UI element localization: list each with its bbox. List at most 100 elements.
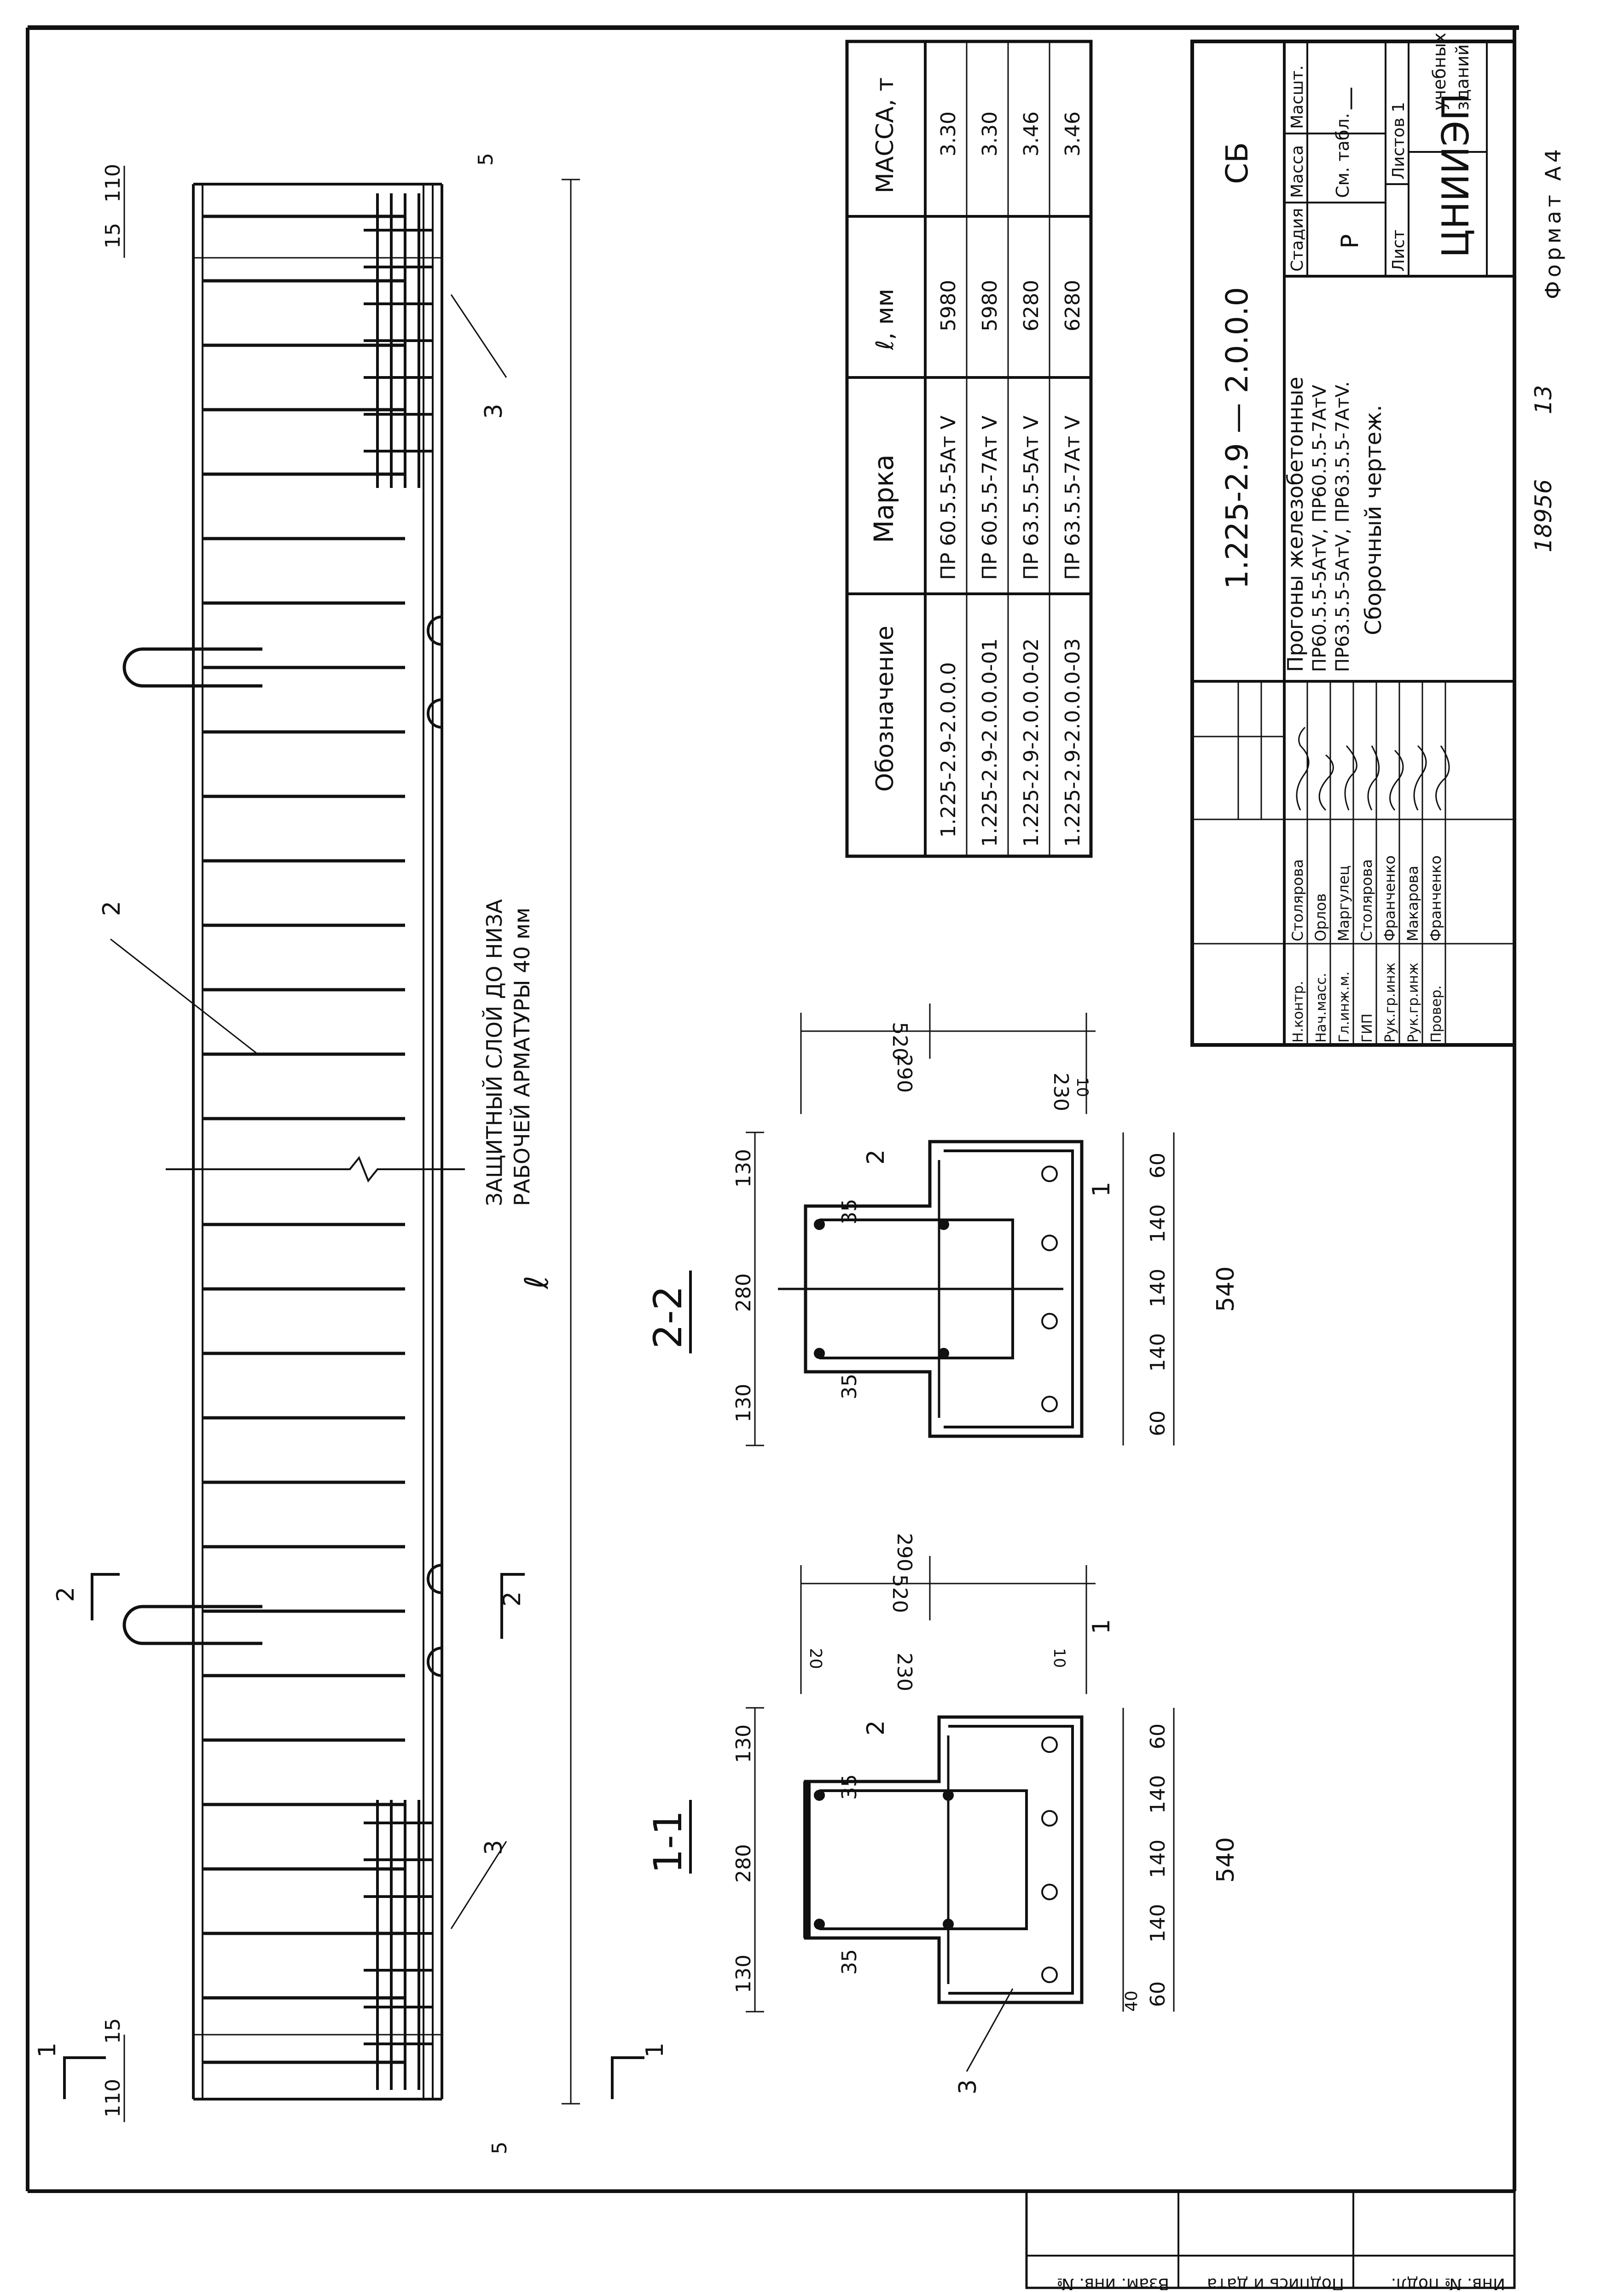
s11-leader-2: 2: [862, 1720, 890, 1735]
s11-dim-140b: 140: [1146, 1839, 1170, 1878]
r1-designation: 1.225-2.9-2.0.0.0: [937, 662, 960, 838]
footer-number: 18956: [1530, 479, 1557, 552]
s11-dim-520: 520: [888, 1574, 911, 1613]
binding-margin: Инв. № подл. Подпись и дата Взам. инв. №: [1025, 2190, 1516, 2292]
s22-dim-10: 10: [1073, 1077, 1091, 1097]
spec-table: Обозначение Марка ℓ, мм МАССА, т 1.225-2…: [845, 40, 1093, 858]
sig-name-5: Франченко: [1381, 855, 1398, 941]
th-length: ℓ, мм: [871, 289, 899, 350]
sheet-label: Лист: [1389, 230, 1408, 272]
margin-sign-label: Подпись и дата: [1207, 2275, 1344, 2290]
sig-name-4: Столярова: [1358, 859, 1375, 941]
sig-name-6: Макарова: [1404, 865, 1421, 941]
sig-name-2: Орлов: [1312, 894, 1329, 941]
s11-dim-540: 540: [1212, 1837, 1240, 1883]
title-line-3: ПР63.5.5-5АтV, ПР63.5.5-7АтV.: [1332, 381, 1353, 672]
s11-dim-130b: 130: [732, 1955, 755, 1993]
s11-dim-60a: 60: [1146, 1981, 1170, 2007]
s22-dim-540: 540: [1212, 1266, 1240, 1312]
sig-role-7: Провер.: [1428, 985, 1444, 1043]
dim-bot-15: 15: [101, 2018, 125, 2044]
sig-role-3: Гл.инж.м.: [1336, 971, 1352, 1043]
r1-length: 5980: [937, 280, 960, 331]
s22-dim-520: 520: [888, 1022, 911, 1061]
leader-3-top: 3: [480, 404, 508, 419]
s11-dim-40: 40: [1122, 1990, 1141, 2012]
s22-dim-130a: 130: [732, 1149, 755, 1188]
s11-dim-280: 280: [732, 1844, 755, 1883]
footer: 18956 13 Формат А4: [1530, 145, 1566, 552]
elevation-dimensions: ℓ 15 110 5 110 15 5 1 1 2 2 2 3 3 ЗАЩИТН…: [34, 153, 669, 2154]
s11-dim-230: 230: [893, 1653, 916, 1691]
r2-designation: 1.225-2.9-2.0.0.0-01: [978, 638, 1002, 847]
cut-1-left: 1: [34, 2042, 61, 2058]
sig-role-1: Н.контр.: [1290, 981, 1306, 1043]
r4-designation: 1.225-2.9-2.0.0.0-03: [1061, 638, 1085, 847]
sig-name-1: Столярова: [1289, 859, 1306, 941]
th-designation: Обозначение: [871, 626, 899, 792]
s22-dim-280: 280: [732, 1273, 755, 1312]
length-label: ℓ: [518, 1276, 556, 1289]
section-1-1: 1-1 130 280 130 35 35 520 230: [645, 1533, 1240, 2095]
s11-dim-130a: 130: [732, 1724, 755, 1763]
section-1-1-title: 1-1: [645, 1810, 690, 1874]
r3-designation: 1.225-2.9-2.0.0.0-02: [1020, 638, 1043, 847]
sig-role-5: Рук.гр.инж: [1382, 963, 1398, 1043]
r2-length: 5980: [978, 280, 1002, 331]
dim-top-15: 15: [101, 223, 125, 249]
s22-dim-140b: 140: [1146, 1269, 1170, 1307]
dim-top-5: 5: [474, 153, 498, 166]
scale-value: —: [1336, 87, 1364, 110]
dim-bot-5: 5: [488, 2141, 511, 2154]
s22-leader-1: 1: [1088, 1182, 1115, 1197]
title-block: 1.225-2.9 — 2.0.0.0 СБ Прогоны железобет…: [1190, 33, 1516, 1047]
title-line-2: ПР60.5.5-5АтV, ПР60.5.5-7АтV: [1309, 384, 1330, 672]
s11-dim-290: 290: [893, 1533, 916, 1572]
org-sub-2: зданий: [1452, 44, 1473, 110]
r3-mark: ПР 63.5.5-5Ат V: [1020, 416, 1043, 580]
s22-bars: [814, 1166, 1058, 1412]
footer-format: Формат А4: [1541, 145, 1566, 299]
cover-note-line2: РАБОЧЕЙ АРМАТУРЫ 40 мм: [510, 907, 534, 1206]
s22-dim-140c: 140: [1146, 1204, 1170, 1243]
section-2-2: 2-2 130 280 130 35: [645, 1004, 1240, 1446]
margin-inv-label: Инв. № подл.: [1391, 2275, 1505, 2290]
r2-mass: 3.30: [978, 111, 1002, 157]
s11-dim-140a: 140: [1146, 1904, 1170, 1943]
sig-role-6: Рук.гр.инж: [1405, 963, 1421, 1043]
section-2-2-title: 2-2: [645, 1286, 690, 1349]
org-sub-1: учебных: [1429, 33, 1450, 110]
stirrups: [203, 215, 405, 2064]
r4-mass: 3.46: [1061, 111, 1085, 157]
sig-role-2: Нач.масс.: [1313, 973, 1329, 1043]
sig-name-7: Франченко: [1427, 855, 1444, 941]
r1-mass: 3.30: [937, 111, 960, 157]
s11-dim-35b: 35: [838, 1949, 861, 1975]
sheet-frame: [26, 25, 1519, 2193]
s11-dim-140c: 140: [1146, 1775, 1170, 1814]
s22-leader-2: 2: [862, 1149, 890, 1165]
s11-leader-3: 3: [954, 2079, 982, 2095]
th-mark: Марка: [868, 454, 899, 543]
leader-3-bottom: 3: [480, 1840, 508, 1855]
s22-dim-60b: 60: [1146, 1153, 1170, 1178]
s22-dim-35b: 35: [838, 1374, 861, 1399]
cut-2-left: 2: [52, 1587, 80, 1602]
doc-suffix: СБ: [1219, 142, 1255, 184]
s22-dim-130b: 130: [732, 1384, 755, 1422]
cover-note-line1: ЗАЩИТНЫЙ СЛОЙ ДО НИЗА: [482, 899, 507, 1206]
r3-length: 6280: [1020, 280, 1043, 331]
s22-dim-230: 230: [1049, 1073, 1073, 1111]
th-mass: МАССА, т: [871, 77, 899, 193]
scale-header: Масшт.: [1288, 65, 1307, 129]
mass-value: См. табл.: [1333, 113, 1353, 198]
s22-dim-290: 290: [893, 1054, 916, 1093]
dim-bot-110: 110: [101, 2079, 125, 2118]
cut-1-right: 1: [641, 2042, 669, 2058]
s11-leader-1: 1: [1088, 1619, 1115, 1634]
s11-dim-10: 10: [1050, 1648, 1068, 1668]
title-line-1: Прогоны железобетонные: [1283, 377, 1308, 672]
signature-scribbles: [1296, 726, 1450, 811]
title-line-4: Сборочный чертеж.: [1361, 405, 1386, 635]
margin-replace-label: Взам. инв. №: [1057, 2275, 1169, 2290]
